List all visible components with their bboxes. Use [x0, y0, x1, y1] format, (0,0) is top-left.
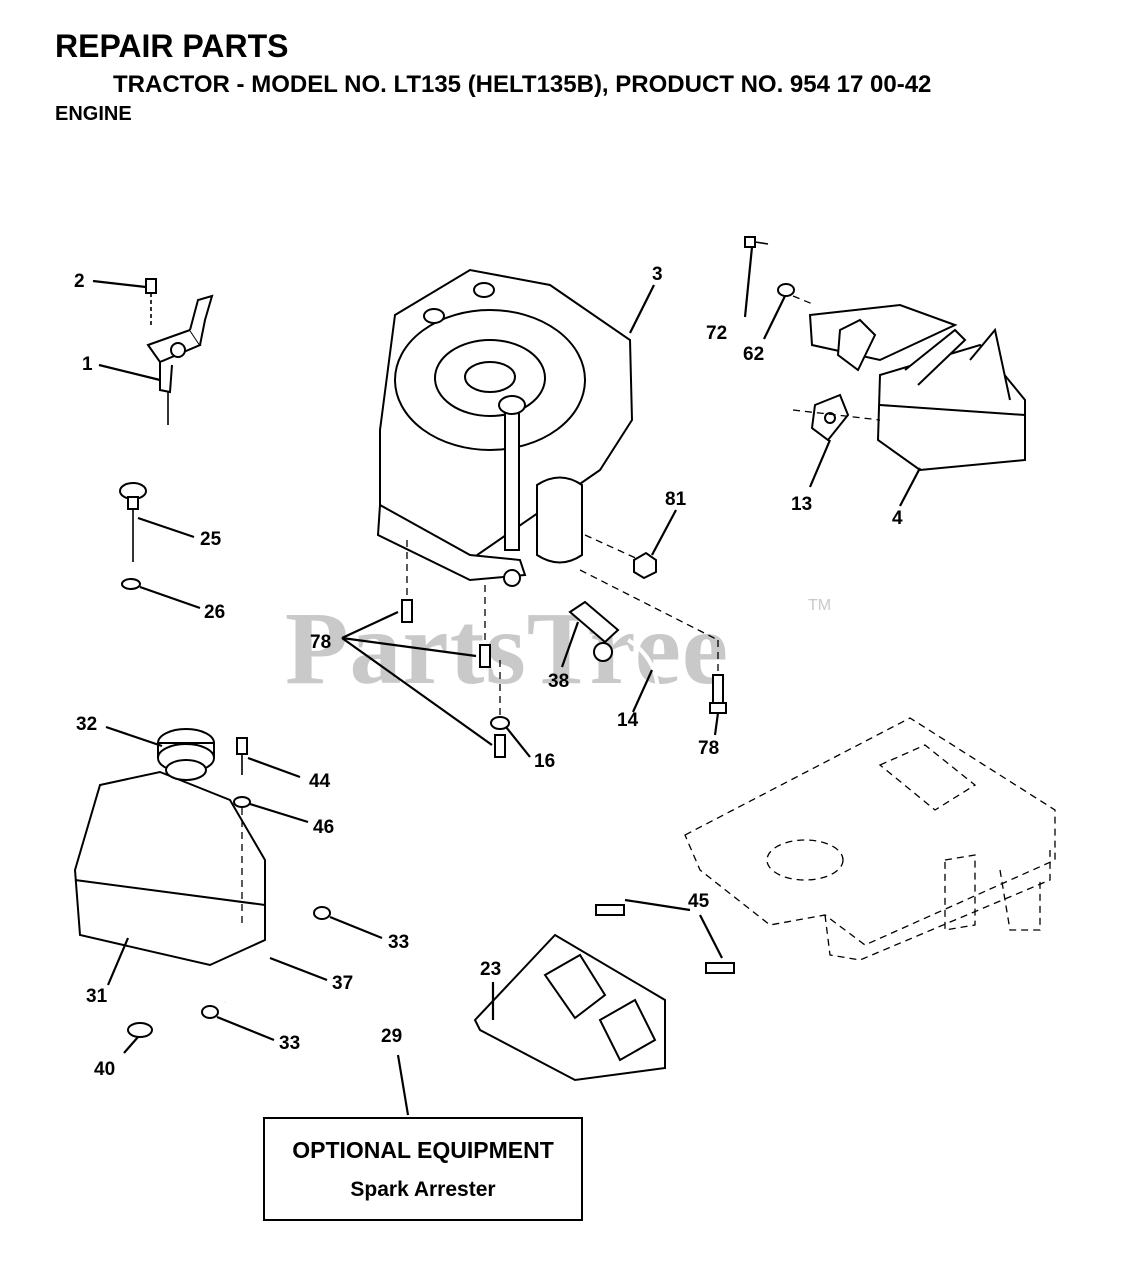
- callout-45: 45: [688, 891, 710, 912]
- callout-14: 14: [617, 710, 639, 731]
- callout-62: 62: [743, 344, 764, 365]
- callout-1: 1: [82, 354, 93, 375]
- callout-33-b: 33: [279, 1033, 300, 1054]
- chassis-frame: [684, 717, 1056, 961]
- engine-part: [376, 268, 634, 587]
- callout-25: 25: [200, 529, 222, 550]
- callout-33: 33: [388, 932, 409, 953]
- callout-44: 44: [309, 771, 331, 792]
- leader-lines: [92, 246, 921, 1116]
- callout-38: 38: [548, 671, 569, 692]
- hose-clamp-part: [313, 906, 331, 920]
- callout-37: 37: [332, 973, 353, 994]
- throttle-control-part: [145, 278, 214, 425]
- callout-46: 46: [313, 817, 334, 838]
- callout-72: 72: [706, 323, 727, 344]
- fuel-tank-part: [73, 728, 266, 1038]
- page-subtitle: TRACTOR - MODEL NO. LT135 (HELT135B), PR…: [113, 71, 932, 98]
- optional-equipment-box: OPTIONAL EQUIPMENT Spark Arrester: [263, 1117, 583, 1221]
- callout-78-b: 78: [698, 738, 719, 759]
- callout-40: 40: [94, 1059, 115, 1080]
- callout-2: 2: [74, 271, 85, 292]
- watermark-text: PartsTree: [285, 591, 729, 706]
- heat-shield-part: [473, 904, 735, 1082]
- optional-equipment-item: Spark Arrester: [350, 1178, 496, 1201]
- nut-part: [633, 551, 657, 580]
- callout-4: 4: [892, 508, 903, 529]
- callout-78: 78: [310, 632, 331, 653]
- callout-32: 32: [76, 714, 97, 735]
- optional-equipment-title: OPTIONAL EQUIPMENT: [292, 1137, 554, 1163]
- callout-3: 3: [652, 264, 663, 285]
- choke-knob-part: [119, 482, 147, 590]
- callout-29: 29: [381, 1026, 402, 1047]
- fuel-filter-part: [568, 600, 620, 662]
- hose-clamp-part: [201, 1005, 219, 1019]
- callout-81: 81: [665, 489, 687, 510]
- callout-26: 26: [204, 602, 225, 623]
- watermark-tm: TM: [808, 597, 831, 614]
- callout-13: 13: [791, 494, 812, 515]
- lock-washer-part: [490, 716, 510, 730]
- callout-31: 31: [86, 986, 108, 1007]
- page-title: REPAIR PARTS: [55, 28, 289, 64]
- callout-16: 16: [534, 751, 555, 772]
- section-label: ENGINE: [55, 103, 132, 125]
- muffler-part: [744, 236, 1026, 472]
- callout-23: 23: [480, 959, 501, 980]
